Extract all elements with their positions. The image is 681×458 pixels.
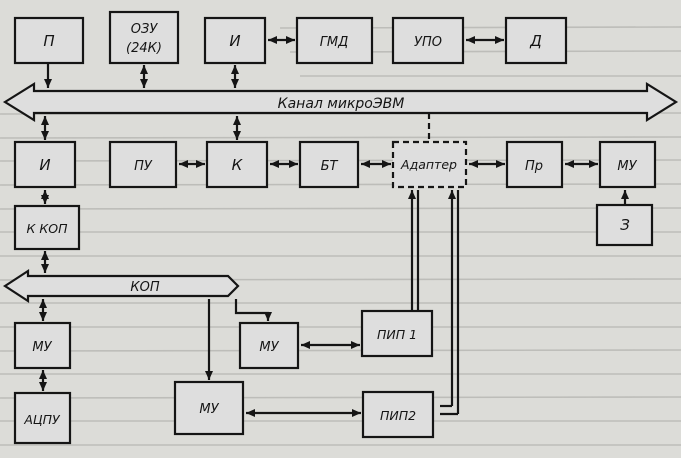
- label-mu-left: МУ: [32, 340, 52, 355]
- label-main-bus: Канал микроЭВМ: [278, 96, 405, 112]
- block-mu-bottom: [173, 380, 245, 436]
- block-d: [504, 16, 568, 65]
- block-atspu: [13, 391, 72, 445]
- label-mu-bottom: МУ: [199, 402, 219, 417]
- block-pu: [108, 140, 178, 189]
- label-z: З: [620, 216, 630, 234]
- main-bus-arrow: [2, 82, 679, 122]
- label-p: П: [43, 32, 54, 50]
- label-ozu-line1: ОЗУ: [131, 22, 159, 37]
- block-i-top: [203, 16, 267, 65]
- conn-kopbus-mu-center: [234, 299, 272, 321]
- label-k: К: [232, 156, 244, 174]
- label-i-top: И: [229, 32, 240, 50]
- block-i-mid: [13, 140, 77, 189]
- label-gmd: ГМД: [320, 35, 349, 50]
- label-adapter: Адаптер: [400, 157, 457, 172]
- label-mu-right: МУ: [617, 159, 637, 174]
- label-pu: ПУ: [134, 159, 153, 174]
- block-mu-left: [13, 321, 72, 370]
- label-kop-bus: КОП: [130, 280, 159, 295]
- label-pip1: ПИП 1: [377, 327, 417, 342]
- label-upo: УПО: [414, 35, 442, 50]
- label-atspu: АЦПУ: [23, 412, 61, 427]
- label-bt: БТ: [321, 159, 339, 174]
- block-pip2: [361, 390, 435, 439]
- block-bt: [298, 140, 360, 189]
- label-k-kop: К КОП: [27, 221, 69, 236]
- block-adapter: [391, 140, 468, 189]
- block-k-kop: [13, 204, 81, 251]
- block-mu-right: [598, 140, 657, 189]
- label-i-mid: И: [39, 156, 50, 174]
- block-ozu: [108, 10, 180, 65]
- block-pip1: [360, 309, 434, 358]
- label-ozu-line2: (24К): [126, 41, 162, 56]
- kop-bus-arrow: [2, 268, 240, 304]
- label-mu-center: МУ: [259, 340, 279, 355]
- block-z: [595, 203, 654, 247]
- block-k: [205, 140, 269, 189]
- block-pr: [505, 140, 564, 189]
- label-pip2: ПИП2: [380, 408, 416, 423]
- block-gmd: [295, 16, 374, 65]
- label-pr: Пр: [525, 159, 543, 174]
- label-d: Д: [529, 32, 542, 50]
- block-mu-center: [238, 321, 300, 370]
- block-upo: [391, 16, 465, 65]
